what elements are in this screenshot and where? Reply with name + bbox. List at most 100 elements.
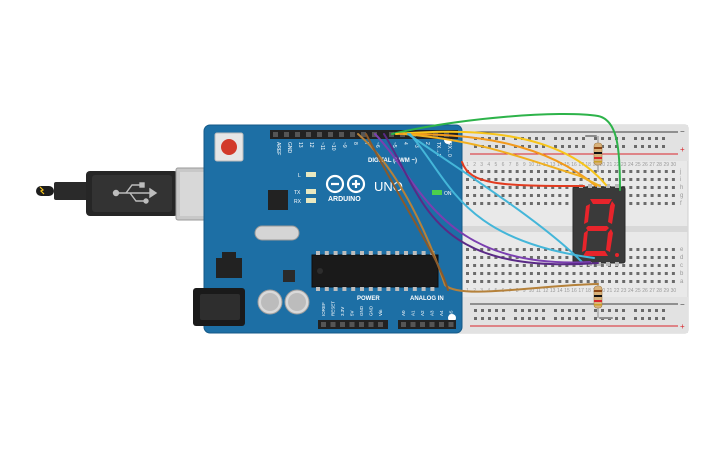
digital-pin[interactable] bbox=[328, 132, 333, 137]
breadboard-hole[interactable] bbox=[501, 248, 505, 251]
breadboard-hole[interactable] bbox=[515, 194, 519, 197]
breadboard-hole[interactable] bbox=[643, 264, 647, 267]
analog-pin[interactable] bbox=[439, 322, 444, 327]
breadboard-hole[interactable] bbox=[608, 178, 611, 181]
breadboard-hole[interactable] bbox=[565, 248, 569, 251]
breadboard-hole[interactable] bbox=[629, 272, 633, 275]
power-pin[interactable] bbox=[330, 322, 336, 327]
breadboard-hole[interactable] bbox=[636, 178, 640, 181]
breadboard-hole[interactable] bbox=[650, 272, 654, 275]
breadboard-hole[interactable] bbox=[494, 194, 498, 197]
rail-hole[interactable] bbox=[514, 317, 517, 320]
rail-hole[interactable] bbox=[554, 145, 557, 148]
breadboard-hole[interactable] bbox=[650, 248, 654, 251]
rail-hole[interactable] bbox=[622, 137, 625, 140]
breadboard-hole[interactable] bbox=[657, 194, 661, 197]
rail-hole[interactable] bbox=[582, 317, 585, 320]
rail-hole[interactable] bbox=[535, 145, 538, 148]
breadboard-hole[interactable] bbox=[537, 256, 540, 259]
breadboard-hole[interactable] bbox=[636, 280, 640, 283]
breadboard-hole[interactable] bbox=[643, 256, 647, 259]
breadboard-hole[interactable] bbox=[466, 194, 469, 197]
breadboard-hole[interactable] bbox=[480, 248, 484, 251]
breadboard-hole[interactable] bbox=[565, 256, 569, 259]
breadboard-hole[interactable] bbox=[636, 248, 640, 251]
rail-hole[interactable] bbox=[594, 309, 597, 312]
breadboard-hole[interactable] bbox=[480, 264, 484, 267]
breadboard-hole[interactable] bbox=[643, 194, 647, 197]
breadboard-hole[interactable] bbox=[558, 248, 562, 251]
breadboard-hole[interactable] bbox=[671, 248, 675, 251]
rail-hole[interactable] bbox=[575, 145, 578, 148]
breadboard-hole[interactable] bbox=[515, 186, 519, 189]
breadboard-hole[interactable] bbox=[522, 264, 526, 267]
breadboard-hole[interactable] bbox=[529, 178, 533, 181]
rail-hole[interactable] bbox=[542, 309, 545, 312]
breadboard-hole[interactable] bbox=[558, 186, 562, 189]
breadboard-hole[interactable] bbox=[494, 256, 498, 259]
rail-hole[interactable] bbox=[488, 317, 491, 320]
breadboard-hole[interactable] bbox=[636, 194, 640, 197]
rail-hole[interactable] bbox=[554, 317, 557, 320]
breadboard-hole[interactable] bbox=[551, 186, 555, 189]
breadboard-hole[interactable] bbox=[615, 178, 619, 181]
rail-hole[interactable] bbox=[608, 145, 611, 148]
breadboard-hole[interactable] bbox=[636, 256, 640, 259]
breadboard-hole[interactable] bbox=[565, 202, 569, 205]
breadboard-hole[interactable] bbox=[622, 178, 626, 181]
breadboard-hole[interactable] bbox=[522, 272, 526, 275]
breadboard-hole[interactable] bbox=[544, 272, 548, 275]
breadboard-hole[interactable] bbox=[551, 178, 555, 181]
breadboard-hole[interactable] bbox=[636, 272, 640, 275]
breadboard-hole[interactable] bbox=[664, 264, 668, 267]
breadboard-hole[interactable] bbox=[480, 280, 484, 283]
breadboard-hole[interactable] bbox=[615, 280, 619, 283]
rail-hole[interactable] bbox=[502, 145, 505, 148]
breadboard-hole[interactable] bbox=[494, 280, 498, 283]
breadboard-hole[interactable] bbox=[508, 256, 512, 259]
breadboard-hole[interactable] bbox=[501, 272, 505, 275]
digital-pin[interactable] bbox=[295, 132, 300, 137]
breadboard-hole[interactable] bbox=[565, 264, 569, 267]
power-pin[interactable] bbox=[359, 322, 364, 327]
rail-hole[interactable] bbox=[542, 145, 545, 148]
digital-pin[interactable] bbox=[339, 132, 344, 137]
breadboard-hole[interactable] bbox=[671, 186, 675, 189]
breadboard-hole[interactable] bbox=[487, 186, 491, 189]
breadboard-hole[interactable] bbox=[487, 264, 491, 267]
breadboard-hole[interactable] bbox=[650, 170, 654, 173]
breadboard-hole[interactable] bbox=[544, 280, 548, 283]
breadboard-hole[interactable] bbox=[558, 272, 562, 275]
breadboard-hole[interactable] bbox=[558, 280, 562, 283]
breadboard-hole[interactable] bbox=[508, 194, 512, 197]
jumper-wires[interactable] bbox=[357, 113, 621, 319]
breadboard-hole[interactable] bbox=[466, 264, 469, 267]
breadboard-hole[interactable] bbox=[600, 264, 604, 267]
breadboard-hole[interactable] bbox=[551, 194, 555, 197]
rail-hole[interactable] bbox=[561, 309, 564, 312]
breadboard-hole[interactable] bbox=[629, 280, 633, 283]
breadboard-hole[interactable] bbox=[593, 280, 597, 283]
rail-hole[interactable] bbox=[641, 317, 644, 320]
breadboard-hole[interactable] bbox=[551, 256, 555, 259]
breadboard-hole[interactable] bbox=[501, 186, 505, 189]
rail-hole[interactable] bbox=[634, 317, 637, 320]
breadboard-hole[interactable] bbox=[664, 272, 668, 275]
breadboard-hole[interactable] bbox=[466, 256, 469, 259]
rail-hole[interactable] bbox=[582, 137, 585, 140]
breadboard-hole[interactable] bbox=[537, 194, 540, 197]
rail-hole[interactable] bbox=[622, 145, 625, 148]
rail-hole[interactable] bbox=[634, 137, 637, 140]
analog-pin[interactable] bbox=[420, 322, 425, 327]
breadboard-hole[interactable] bbox=[671, 264, 675, 267]
rail-hole[interactable] bbox=[634, 145, 637, 148]
breadboard-hole[interactable] bbox=[608, 272, 611, 275]
breadboard-hole[interactable] bbox=[508, 170, 512, 173]
breadboard-hole[interactable] bbox=[473, 202, 477, 205]
breadboard-hole[interactable] bbox=[650, 202, 654, 205]
breadboard-hole[interactable] bbox=[487, 178, 491, 181]
rail-hole[interactable] bbox=[641, 309, 644, 312]
breadboard-hole[interactable] bbox=[501, 178, 505, 181]
breadboard-hole[interactable] bbox=[522, 202, 526, 205]
